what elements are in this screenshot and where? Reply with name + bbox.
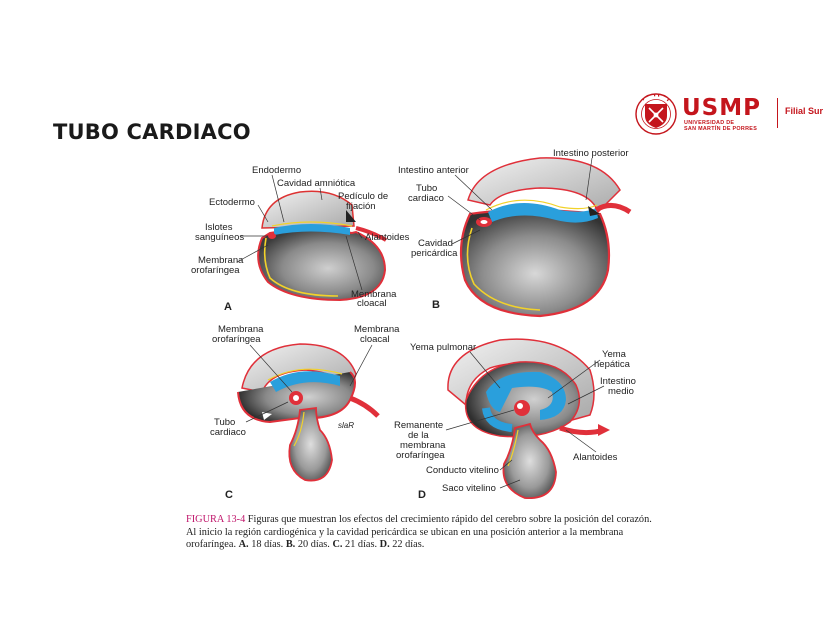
label-conducto-vitelino: Conducto vitelino	[426, 465, 499, 476]
panel-a-drawing	[257, 190, 387, 302]
label-islotes-2: sanguíneos	[195, 232, 244, 243]
label-cavidad-pericardica-2: pericárdica	[411, 248, 458, 259]
caption-a-text: 18 días.	[248, 539, 286, 550]
label-tubo-cardiaco-b-2: cardiaco	[408, 193, 444, 204]
label-intestino-medio-2: medio	[608, 386, 634, 397]
label-membrana-cloacal-c-1: Membrana	[354, 324, 400, 335]
logo-subtitle-1: UNIVERSIDAD DE	[684, 120, 735, 126]
panel-letter-d: D	[418, 489, 426, 501]
panel-letter-b: B	[432, 299, 440, 311]
label-membrana-cloacal-1: Membrana	[351, 289, 397, 300]
label-intestino-medio-1: Intestino	[600, 376, 636, 387]
label-alantoides-a: Alantoides	[365, 232, 410, 243]
label-membrana-orofaringea-2: orofaríngea	[191, 265, 240, 276]
label-endodermo: Endodermo	[252, 165, 301, 176]
panel-d-drawing	[447, 338, 610, 499]
label-yema-hepatica-2: hepática	[594, 359, 631, 370]
caption-d: D.	[379, 539, 390, 550]
figure-caption: FIGURA 13-4 Figuras que muestran los efe…	[186, 514, 656, 552]
usmp-logo: USMP UNIVERSIDAD DE SAN MARTÍN DE PORRES…	[634, 92, 824, 136]
label-tubo-cardiaco-b-1: Tubo	[416, 183, 437, 194]
label-membrana-orofaringea-c-2: orofaríngea	[212, 334, 261, 345]
illustrator-signature: slaR	[338, 421, 354, 430]
label-cavidad-amniotica: Cavidad amniótica	[277, 178, 356, 189]
caption-figure-label: FIGURA 13-4	[186, 514, 246, 525]
label-ectodermo: Ectodermo	[209, 197, 255, 208]
label-membrana-orofaringea-1: Membrana	[198, 255, 244, 266]
caption-d-text: 22 días.	[389, 539, 425, 550]
slide-title: TUBO CARDIACO	[53, 120, 251, 144]
caption-text: Figuras que muestran los efectos del cre…	[186, 514, 652, 550]
panel-a-labels: Endodermo Cavidad amniótica Ectodermo Pe…	[191, 165, 410, 313]
label-tubo-cardiaco-c-1: Tubo	[214, 417, 235, 428]
logo-separator	[777, 98, 778, 128]
label-yema-pulmonar: Yema pulmonar	[410, 342, 476, 353]
panel-b-labels: Intestino posterior Intestino anterior T…	[398, 148, 629, 311]
logo-subtitle-2: SAN MARTÍN DE PORRES	[684, 126, 758, 132]
label-yema-hepatica-1: Yema	[602, 349, 627, 360]
label-membrana-cloacal-c-2: cloacal	[360, 334, 390, 345]
panel-c-labels: Membrana orofaríngea Membrana cloacal Tu…	[210, 324, 400, 501]
label-alantoides-d: Alantoides	[573, 452, 618, 463]
label-tubo-cardiaco-c-2: cardiaco	[210, 427, 246, 438]
panel-letter-c: C	[225, 489, 233, 501]
label-intestino-anterior: Intestino anterior	[398, 165, 469, 176]
label-saco-vitelino: Saco vitelino	[442, 483, 496, 494]
label-remanente-2: de la	[408, 430, 429, 441]
label-membrana-cloacal-2: cloacal	[357, 298, 387, 309]
label-remanente-1: Remanente	[394, 420, 443, 431]
label-intestino-posterior: Intestino posterior	[553, 148, 629, 159]
panel-letter-a: A	[224, 301, 232, 313]
caption-b: B.	[285, 539, 296, 550]
label-pediculo-2: fijación	[346, 201, 376, 212]
label-islotes-1: Islotes	[205, 222, 233, 233]
caption-b-text: 20 días.	[295, 539, 333, 550]
label-membrana-orofaringea-c-1: Membrana	[218, 324, 264, 335]
label-cavidad-pericardica-1: Cavidad	[418, 238, 453, 249]
label-remanente-3: membrana	[400, 440, 446, 451]
panel-c-drawing	[237, 343, 380, 482]
caption-a: A.	[238, 539, 249, 550]
label-pediculo-1: Pedículo de	[338, 191, 388, 202]
logo-branch: Filial Sur	[785, 106, 824, 116]
caption-c-text: 21 días.	[342, 539, 380, 550]
panel-d-labels: Yema pulmonar Yema hepática Intestino me…	[394, 342, 636, 501]
label-remanente-4: orofaríngea	[396, 450, 445, 461]
caption-c: C.	[332, 539, 343, 550]
university-seal-icon	[635, 93, 677, 135]
logo-wordmark: USMP	[682, 95, 761, 121]
panel-b-drawing	[459, 157, 632, 318]
